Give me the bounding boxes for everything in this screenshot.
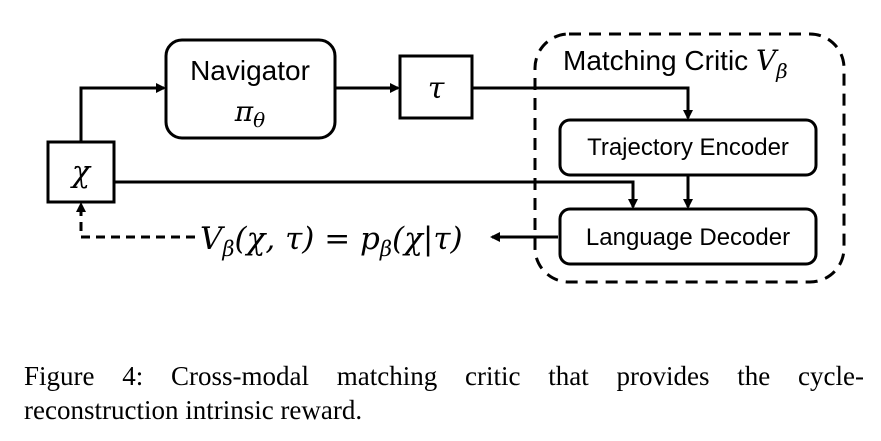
language-decoder-box <box>558 207 818 266</box>
figure-caption: Figure 4: Cross-modal matching critic th… <box>24 359 864 427</box>
dashed-feedback-arrow <box>76 202 195 239</box>
navigator-label: Navigator <box>190 55 310 86</box>
language-decoder-label: Language Decoder <box>586 224 790 251</box>
trajectory-encoder-label: Trajectory Encoder <box>587 134 789 161</box>
arrow-chi-to-decoder <box>114 180 638 209</box>
caption-line-2: reconstruction intrinsic reward. <box>24 395 363 425</box>
navigator-policy: πθ <box>234 95 265 132</box>
reward-equation: Vβ(χ, τ) = pβ(χ|τ) <box>200 221 463 261</box>
trajectory-symbol: τ <box>428 71 445 106</box>
caption-line-1: Figure 4: Cross-modal matching critic th… <box>24 361 864 391</box>
arrow-chi-to-navigator <box>79 83 166 142</box>
instruction-box <box>46 140 116 204</box>
matching-critic-label: Matching Critic Vβ <box>563 44 788 83</box>
diagram: Matching Critic Vβ Navigator πθ τ χ Traj… <box>46 32 846 284</box>
instruction-symbol: χ <box>70 155 92 190</box>
arrow-tau-to-encoder <box>472 86 693 120</box>
matching-critic-container <box>533 32 846 284</box>
